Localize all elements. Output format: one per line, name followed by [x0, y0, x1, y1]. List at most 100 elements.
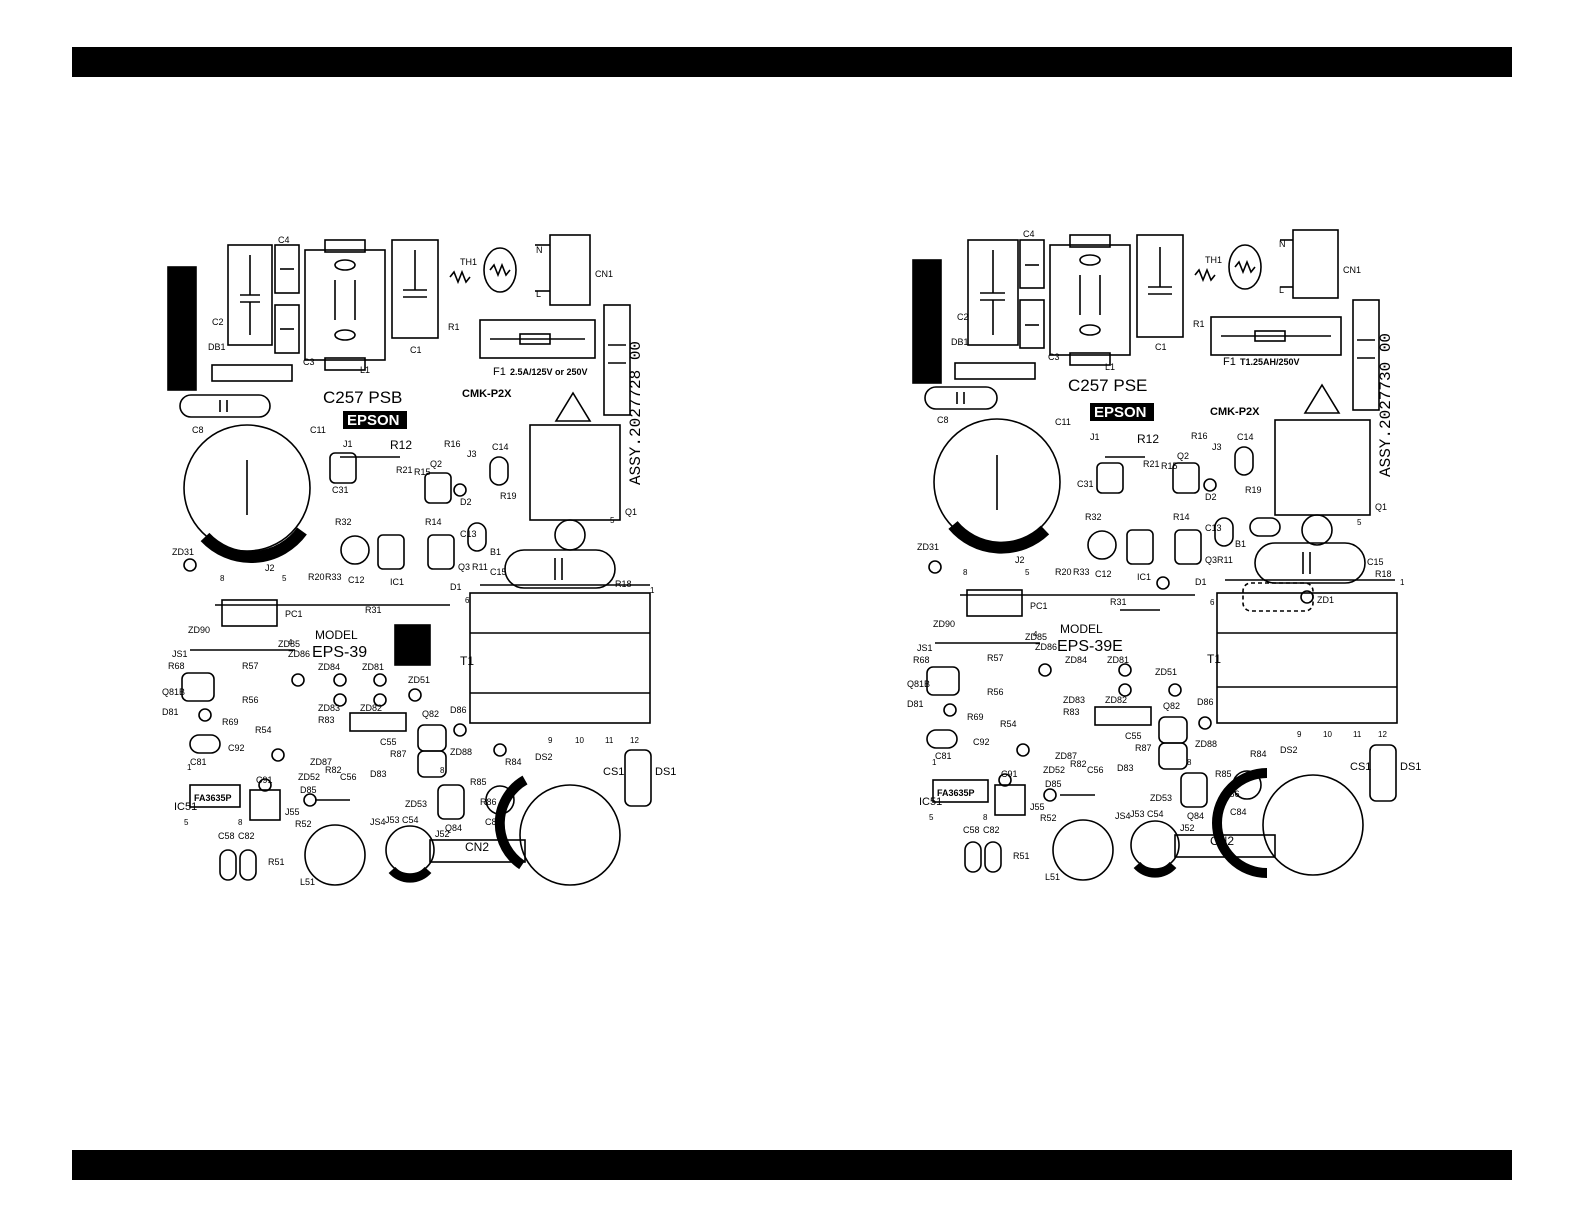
pin-label: 4 — [1033, 630, 1038, 639]
connector-cn1 — [549, 234, 591, 306]
pin-label: 9 — [548, 736, 553, 745]
pin-label: 10 — [575, 736, 584, 745]
ref-r56: R56 — [242, 695, 259, 705]
transistor-q2 — [424, 472, 452, 504]
optocoupler-pc1 — [221, 599, 278, 627]
fuse-label: F1 — [1223, 356, 1236, 368]
brand-logo: EPSON — [1094, 404, 1147, 421]
ref-r19: R19 — [1245, 485, 1262, 495]
ref-c2: C2 — [212, 317, 224, 327]
zd1-outline — [1242, 582, 1314, 612]
ref-r14: R14 — [425, 517, 442, 527]
ref-ic51: IC51 — [174, 801, 197, 813]
ref-r68: R68 — [168, 661, 185, 671]
ref-ds1: DS1 — [655, 766, 676, 778]
ref-r82: R82 — [1070, 759, 1087, 769]
capacitor-c1 — [1136, 234, 1184, 338]
ref-js1: JS1 — [172, 649, 188, 659]
ref-cn1: CN1 — [595, 269, 613, 279]
inductor-l51 — [1052, 819, 1114, 881]
ref-r51: R51 — [268, 857, 285, 867]
ref-r85: R85 — [1215, 769, 1232, 779]
ic-ic51 — [932, 779, 989, 803]
ref-zd53: ZD53 — [405, 799, 427, 809]
ref-q1: Q1 — [1375, 502, 1387, 512]
capacitor-c13 — [1214, 517, 1234, 547]
ref-q2: Q2 — [430, 459, 442, 469]
board-pse-svg: C257 PSE CMK-P2X EPSON F1 T1.25AH/250V A… — [907, 229, 1421, 882]
capacitor-c14 — [489, 456, 509, 486]
ref-c82: C82 — [238, 831, 255, 841]
ref-zd81: ZD81 — [362, 662, 384, 672]
ref-b1: B1 — [1235, 539, 1246, 549]
ref-zd31: ZD31 — [172, 547, 194, 557]
ref-r87: R87 — [1135, 743, 1152, 753]
ref-r52: R52 — [295, 819, 312, 829]
ref-n: N — [1279, 239, 1286, 249]
fuse-f1 — [1210, 316, 1342, 356]
ref-j1: J1 — [343, 439, 353, 449]
inductor-l1 — [1049, 244, 1131, 356]
ref-cn2: CN2 — [1210, 834, 1234, 848]
ref-d2: D2 — [1205, 492, 1217, 502]
transistor-q81b — [926, 666, 960, 696]
ref-r54: R54 — [1000, 719, 1017, 729]
capacitor-c55 — [1094, 706, 1152, 726]
capacitor-c84 — [485, 785, 515, 815]
ref-c31: C31 — [332, 485, 349, 495]
ref-cs1: CS1 — [1350, 761, 1371, 773]
ref-db1: DB1 — [208, 342, 226, 352]
ref-pc1: PC1 — [1030, 601, 1048, 611]
capacitor-c3 — [1019, 299, 1045, 349]
ref-ic1: IC1 — [390, 577, 404, 587]
pin-label: 1 — [932, 758, 937, 767]
ref-th1: TH1 — [1205, 255, 1222, 265]
header-bar — [72, 47, 1512, 77]
pin-label: 9 — [1297, 730, 1302, 739]
pin-label: 8 — [238, 818, 243, 827]
footer-bar — [72, 1150, 1512, 1180]
ref-cn1: CN1 — [1343, 265, 1361, 275]
ref-r11: R11 — [1217, 555, 1233, 565]
ref-j3: J3 — [1212, 442, 1222, 452]
ref-l1: L1 — [360, 365, 370, 375]
bridge-db1 — [211, 364, 293, 382]
connector-cn2 — [429, 839, 526, 863]
board-pse-layout: C257 PSE CMK-P2X EPSON F1 T1.25AH/250V A… — [905, 225, 1425, 915]
ref-c12: C12 — [1095, 569, 1112, 579]
ref-c11: C11 — [1055, 417, 1071, 427]
ref-c4: C4 — [1023, 229, 1035, 239]
capacitor-c3 — [274, 304, 300, 354]
ref-q3: Q3 — [1205, 555, 1217, 565]
ref-c15: C15 — [1367, 557, 1384, 567]
ref-c91: C91 — [1001, 769, 1018, 779]
ref-c2: C2 — [957, 312, 969, 322]
capacitor-c91 — [994, 784, 1026, 816]
ref-r20: R20 — [1055, 567, 1072, 577]
transistor-q1 — [1274, 419, 1371, 516]
ref-b1: B1 — [490, 547, 501, 557]
ref-t1: T1 — [1207, 652, 1221, 666]
inductor-l51 — [304, 824, 366, 886]
ref-zd1: ZD1 — [1317, 595, 1334, 605]
ref-j52: J52 — [435, 829, 450, 839]
ref-zd81: ZD81 — [1107, 655, 1129, 665]
ref-q81b: Q81B — [907, 679, 930, 689]
transistor-q81b — [181, 672, 215, 702]
ref-c8: C8 — [937, 415, 949, 425]
ref-c92: C92 — [973, 737, 990, 747]
warning-icon — [1303, 383, 1341, 414]
ref-cn2: CN2 — [465, 840, 489, 854]
capacitor-c58 — [219, 849, 237, 881]
heatsink — [167, 266, 197, 391]
ref-r83: R83 — [318, 715, 335, 725]
pin-label: 8 — [440, 766, 445, 775]
ref-r16: R16 — [444, 439, 461, 449]
capacitor-c13 — [467, 522, 487, 552]
ref-c58: C58 — [963, 825, 980, 835]
heatsink — [912, 259, 942, 384]
ref-j2: J2 — [265, 563, 275, 573]
ref-js4: JS4 — [370, 817, 386, 827]
connector-strip — [603, 304, 631, 416]
pin-label: 8 — [220, 574, 225, 583]
